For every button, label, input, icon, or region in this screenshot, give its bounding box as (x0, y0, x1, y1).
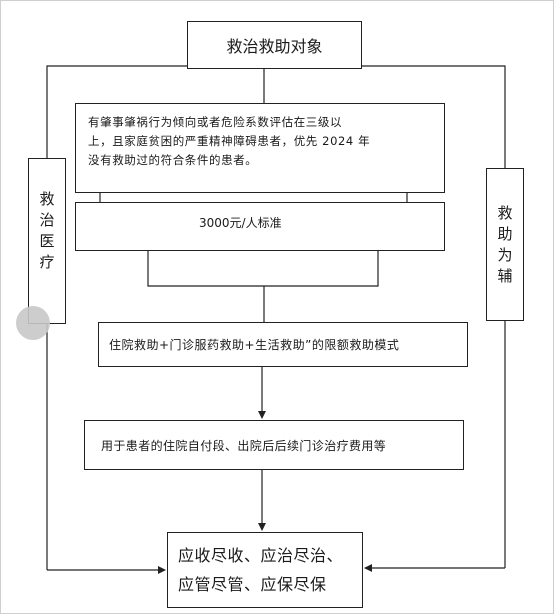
connector-title-right (362, 65, 506, 168)
result-line-1: 应收尽收、应治尽治、 (178, 546, 344, 565)
mode-text: 住院救助+门诊服药救助+生活救助”的限额救助模式 (109, 338, 400, 352)
connector-bracket-2 (147, 251, 379, 287)
right-label: 救助为辅 (497, 203, 512, 287)
criteria-line-1: 有肇事肇祸行为倾向或者危险系数评估在三级以 (88, 115, 343, 129)
title-box: 救治救助对象 (187, 21, 362, 69)
standard-box: 3000元/人标准 (75, 202, 445, 251)
vertical-label-char: 为 (497, 246, 513, 264)
vertical-label-char: 疗 (39, 253, 55, 271)
left-label-box: 救治医疗 (28, 158, 66, 324)
standard-text: 3000元/人标准 (199, 216, 282, 230)
result-line-2: 应管尽管、应保尽保 (178, 575, 327, 594)
vertical-label-char: 救 (497, 204, 513, 222)
mode-box: 住院救助+门诊服药救助+生活救助”的限额救助模式 (98, 322, 468, 367)
vertical-label-char: 治 (39, 211, 55, 229)
criteria-line-3: 没有救助过的符合条件的患者。 (88, 153, 258, 167)
vertical-label-char: 辅 (497, 267, 513, 285)
vertical-label-char: 助 (497, 225, 513, 243)
vertical-label-char: 医 (39, 232, 55, 250)
criteria-line-2: 上，且家庭贫困的严重精神障碍患者，优先 2024 年 (88, 134, 371, 148)
usage-text: 用于患者的住院自付段、出院后后续门诊治疗费用等 (101, 438, 387, 453)
right-label-box: 救助为辅 (486, 168, 524, 321)
scroll-handle-circle[interactable] (16, 306, 50, 340)
connector-title-left (46, 65, 187, 158)
vertical-label-char: 救 (39, 190, 55, 208)
left-label: 救治医疗 (39, 189, 54, 273)
title-text: 救治救助对象 (226, 37, 323, 56)
result-box: 应收尽收、应治尽治、 应管尽管、应保尽保 (167, 532, 363, 608)
usage-box: 用于患者的住院自付段、出院后后续门诊治疗费用等 (84, 420, 464, 470)
criteria-box: 有肇事肇祸行为倾向或者危险系数评估在三级以 上，且家庭贫困的严重精神障碍患者，优… (75, 103, 445, 193)
